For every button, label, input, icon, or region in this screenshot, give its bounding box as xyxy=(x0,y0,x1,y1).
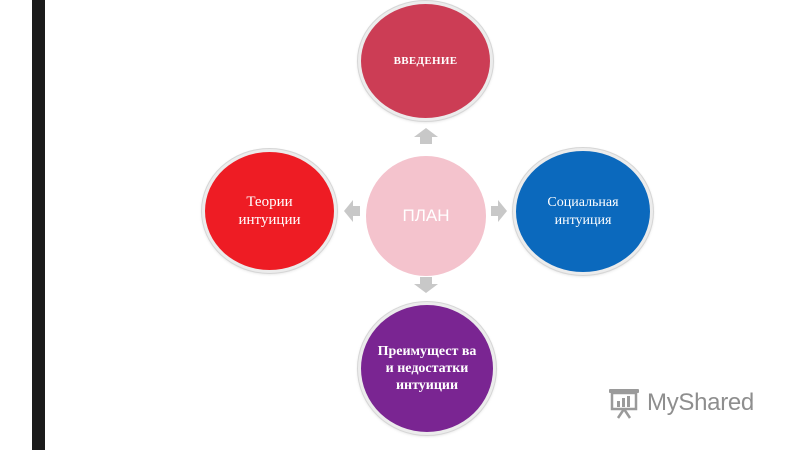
watermark-text: MyShared xyxy=(647,389,754,416)
myshared-watermark: MyShared xyxy=(607,385,754,421)
center-label: ПЛАН xyxy=(402,206,450,225)
left-label-line2: интуиции xyxy=(238,212,301,228)
bottom-circle-pros-cons: Преимущест ва и недостатки интуиции xyxy=(358,302,496,435)
arrow-up-icon xyxy=(414,128,438,144)
slide-left-border xyxy=(32,0,45,450)
presentation-board-icon xyxy=(609,389,639,419)
center-circle-plan: ПЛАН xyxy=(366,156,486,276)
right-label-line1: Социальная xyxy=(547,194,619,210)
top-label: ВВЕДЕНИЕ xyxy=(393,55,458,67)
arrow-left-icon xyxy=(344,200,360,222)
arrow-down-icon xyxy=(414,277,438,293)
bottom-label: Преимущест ва и недостатки интуиции xyxy=(377,344,477,393)
arrow-right-icon xyxy=(491,200,507,222)
right-label-line2: интуиция xyxy=(554,212,612,228)
left-circle-intuition-theories: Теории интуиции xyxy=(202,149,337,273)
top-circle-introduction: ВВЕДЕНИЕ xyxy=(358,1,493,121)
right-circle-social-intuition: Социальная интуиция xyxy=(513,148,653,275)
left-label-line1: Теории xyxy=(246,194,293,210)
